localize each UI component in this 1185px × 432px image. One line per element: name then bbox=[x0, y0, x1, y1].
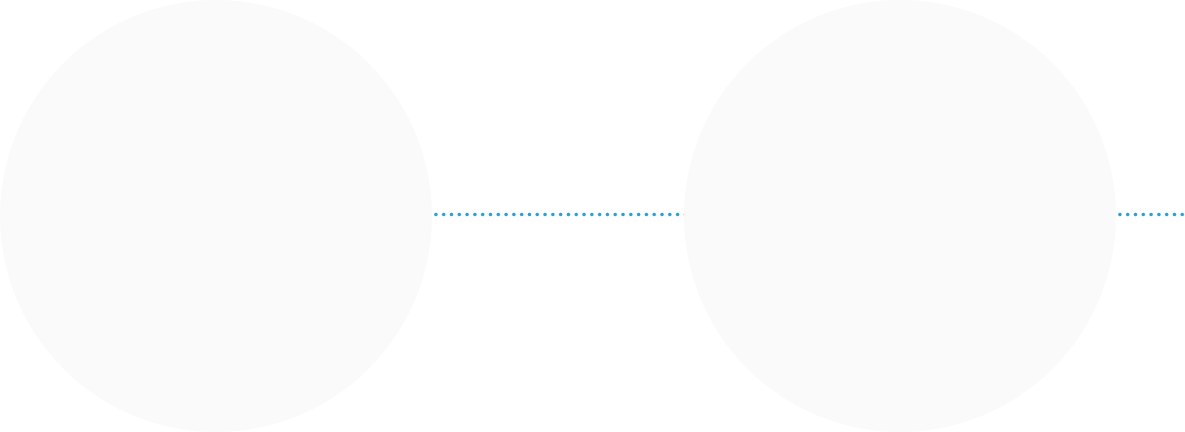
step-circle-1 bbox=[0, 0, 432, 432]
step-circle-2 bbox=[684, 0, 1116, 432]
dotted-connector-1 bbox=[432, 212, 684, 217]
dotted-connector-2 bbox=[1116, 212, 1185, 217]
